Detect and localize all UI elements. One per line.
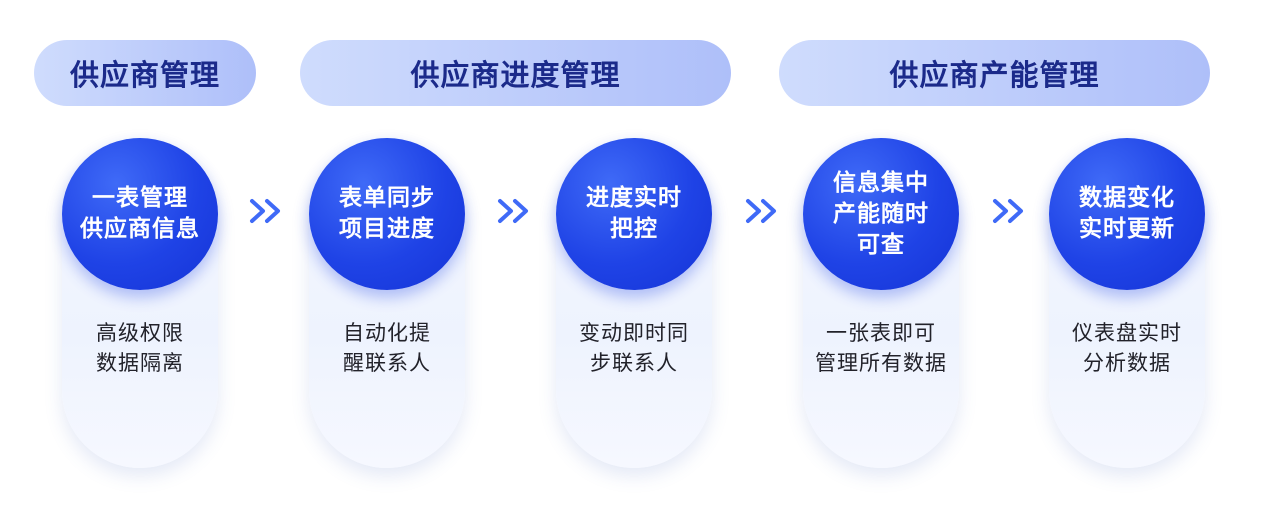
feature-desc-line: 变动即时同 bbox=[579, 321, 689, 345]
header-supplier-progress-management: 供应商进度管理 bbox=[300, 40, 731, 106]
feature-title-line: 一表管理 bbox=[92, 185, 188, 211]
header-label: 供应商进度管理 bbox=[410, 58, 621, 92]
feature-description: 高级权限 数据隔离 bbox=[62, 318, 218, 378]
feature-desc-line: 醒联系人 bbox=[343, 351, 431, 375]
feature-description: 一张表即可 管理所有数据 bbox=[803, 318, 959, 378]
header-supplier-management: 供应商管理 bbox=[34, 40, 256, 106]
feature-title-line: 信息集中 bbox=[833, 169, 929, 196]
feature-card: 进度实时 把控 变动即时同 步联系人 bbox=[556, 138, 712, 468]
feature-card: 一表管理 供应商信息 高级权限 数据隔离 bbox=[62, 138, 218, 468]
feature-desc-line: 步联系人 bbox=[590, 351, 678, 375]
feature-desc-line: 仪表盘实时 bbox=[1072, 321, 1182, 345]
feature-title-line: 把控 bbox=[610, 216, 658, 242]
feature-description: 自动化提 醒联系人 bbox=[309, 318, 465, 378]
feature-title-line: 数据变化 bbox=[1079, 185, 1175, 211]
feature-title-circle: 表单同步 项目进度 bbox=[309, 138, 465, 290]
feature-title-line: 表单同步 bbox=[339, 185, 435, 211]
feature-desc-line: 数据隔离 bbox=[96, 351, 184, 375]
feature-card: 数据变化 实时更新 仪表盘实时 分析数据 bbox=[1049, 138, 1205, 468]
double-chevron-right-icon bbox=[250, 199, 280, 223]
feature-desc-line: 自动化提 bbox=[343, 321, 431, 345]
feature-desc-line: 一张表即可 bbox=[826, 321, 936, 345]
feature-title-line: 实时更新 bbox=[1079, 216, 1175, 242]
feature-title-circle: 进度实时 把控 bbox=[556, 138, 712, 290]
feature-description: 仪表盘实时 分析数据 bbox=[1049, 318, 1205, 378]
feature-title-circle: 信息集中 产能随时 可查 bbox=[803, 138, 959, 290]
feature-description: 变动即时同 步联系人 bbox=[556, 318, 712, 378]
feature-desc-line: 分析数据 bbox=[1083, 351, 1171, 375]
header-label: 供应商产能管理 bbox=[889, 58, 1100, 92]
feature-title-circle: 数据变化 实时更新 bbox=[1049, 138, 1205, 290]
feature-card: 信息集中 产能随时 可查 一张表即可 管理所有数据 bbox=[803, 138, 959, 468]
feature-title-line: 可查 bbox=[857, 231, 905, 258]
double-chevron-right-icon bbox=[498, 199, 528, 223]
feature-desc-line: 高级权限 bbox=[96, 321, 184, 345]
feature-card: 表单同步 项目进度 自动化提 醒联系人 bbox=[309, 138, 465, 468]
feature-title-line: 进度实时 bbox=[586, 185, 682, 211]
feature-title-line: 项目进度 bbox=[339, 216, 435, 242]
header-supplier-capacity-management: 供应商产能管理 bbox=[779, 40, 1210, 106]
feature-title-circle: 一表管理 供应商信息 bbox=[62, 138, 218, 290]
feature-desc-line: 管理所有数据 bbox=[815, 351, 947, 375]
double-chevron-right-icon bbox=[746, 199, 776, 223]
header-label: 供应商管理 bbox=[69, 58, 220, 92]
feature-title-line: 产能随时 bbox=[833, 200, 929, 227]
feature-title-line: 供应商信息 bbox=[80, 216, 200, 242]
double-chevron-right-icon bbox=[993, 199, 1023, 223]
